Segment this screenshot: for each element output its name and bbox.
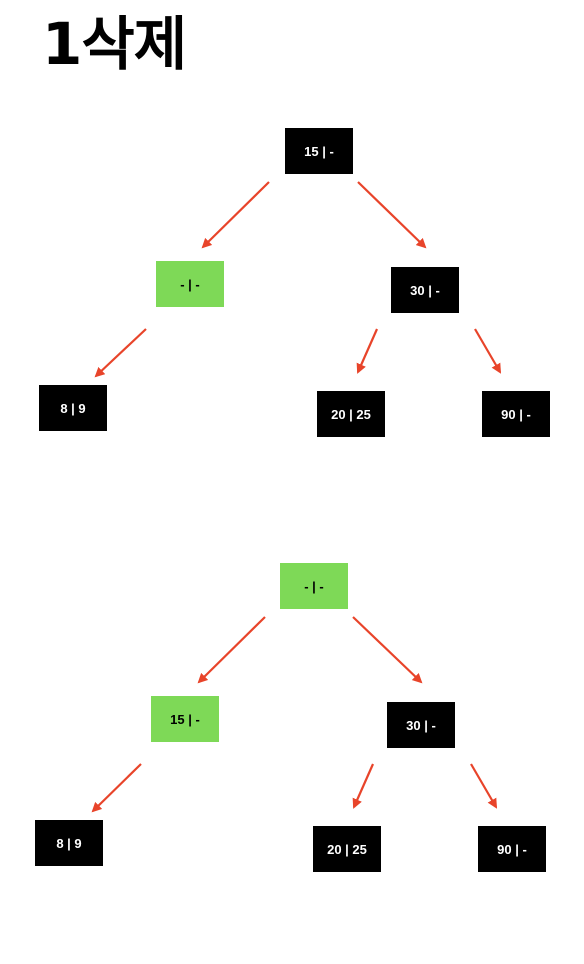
node-right-right: 90 | - [478, 826, 546, 872]
arrow-root-to-left [201, 181, 270, 249]
node-left-left: 8 | 9 [35, 820, 103, 866]
node-box [313, 826, 381, 872]
node-box [478, 826, 546, 872]
arrow-right-to-right-left [356, 328, 379, 374]
node-box [156, 261, 224, 307]
arrow-root-to-left [197, 616, 266, 684]
arrow-left-to-left-left [94, 328, 147, 378]
page-title: 1삭제 [42, 10, 187, 78]
node-right-left: 20 | 25 [317, 391, 385, 437]
node-label: 90 | - [497, 842, 527, 857]
node-box [151, 696, 219, 742]
node-label: - | - [304, 579, 324, 594]
node-left: - | - [156, 261, 224, 307]
node-box [280, 563, 348, 609]
node-right: 30 | - [391, 267, 459, 313]
node-box [35, 820, 103, 866]
node-label: 15 | - [304, 144, 334, 159]
node-box [317, 391, 385, 437]
node-box [39, 385, 107, 431]
edges-layer [91, 181, 502, 813]
arrow-root-to-right [357, 181, 427, 249]
arrow-root-to-right [352, 616, 423, 684]
node-left: 15 | - [151, 696, 219, 742]
node-label: 8 | 9 [60, 401, 85, 416]
node-root: 15 | - [285, 128, 353, 174]
node-right-right: 90 | - [482, 391, 550, 437]
tree-1-edges [94, 181, 502, 378]
arrow-right-to-right-left [352, 763, 375, 809]
node-label: 20 | 25 [331, 407, 371, 422]
arrow-right-to-right-right [470, 763, 498, 809]
tree-1-nodes: 15 | - - | - 30 | - 8 | 9 20 | 25 90 | - [39, 128, 550, 437]
node-label: 15 | - [170, 712, 200, 727]
node-label: 30 | - [410, 283, 440, 298]
node-label: 8 | 9 [56, 836, 81, 851]
node-box [391, 267, 459, 313]
node-label: 20 | 25 [327, 842, 367, 857]
arrow-left-to-left-left [91, 763, 142, 813]
node-label: - | - [180, 277, 200, 292]
arrow-right-to-right-right [474, 328, 502, 374]
tree-2-nodes: - | - 15 | - 30 | - 8 | 9 20 | 25 90 | - [35, 563, 546, 872]
node-left-left: 8 | 9 [39, 385, 107, 431]
node-label: 90 | - [501, 407, 531, 422]
node-right-left: 20 | 25 [313, 826, 381, 872]
tree-2-edges [91, 616, 498, 813]
node-box [387, 702, 455, 748]
node-root: - | - [280, 563, 348, 609]
node-label: 30 | - [406, 718, 436, 733]
node-box [482, 391, 550, 437]
node-right: 30 | - [387, 702, 455, 748]
node-box [285, 128, 353, 174]
